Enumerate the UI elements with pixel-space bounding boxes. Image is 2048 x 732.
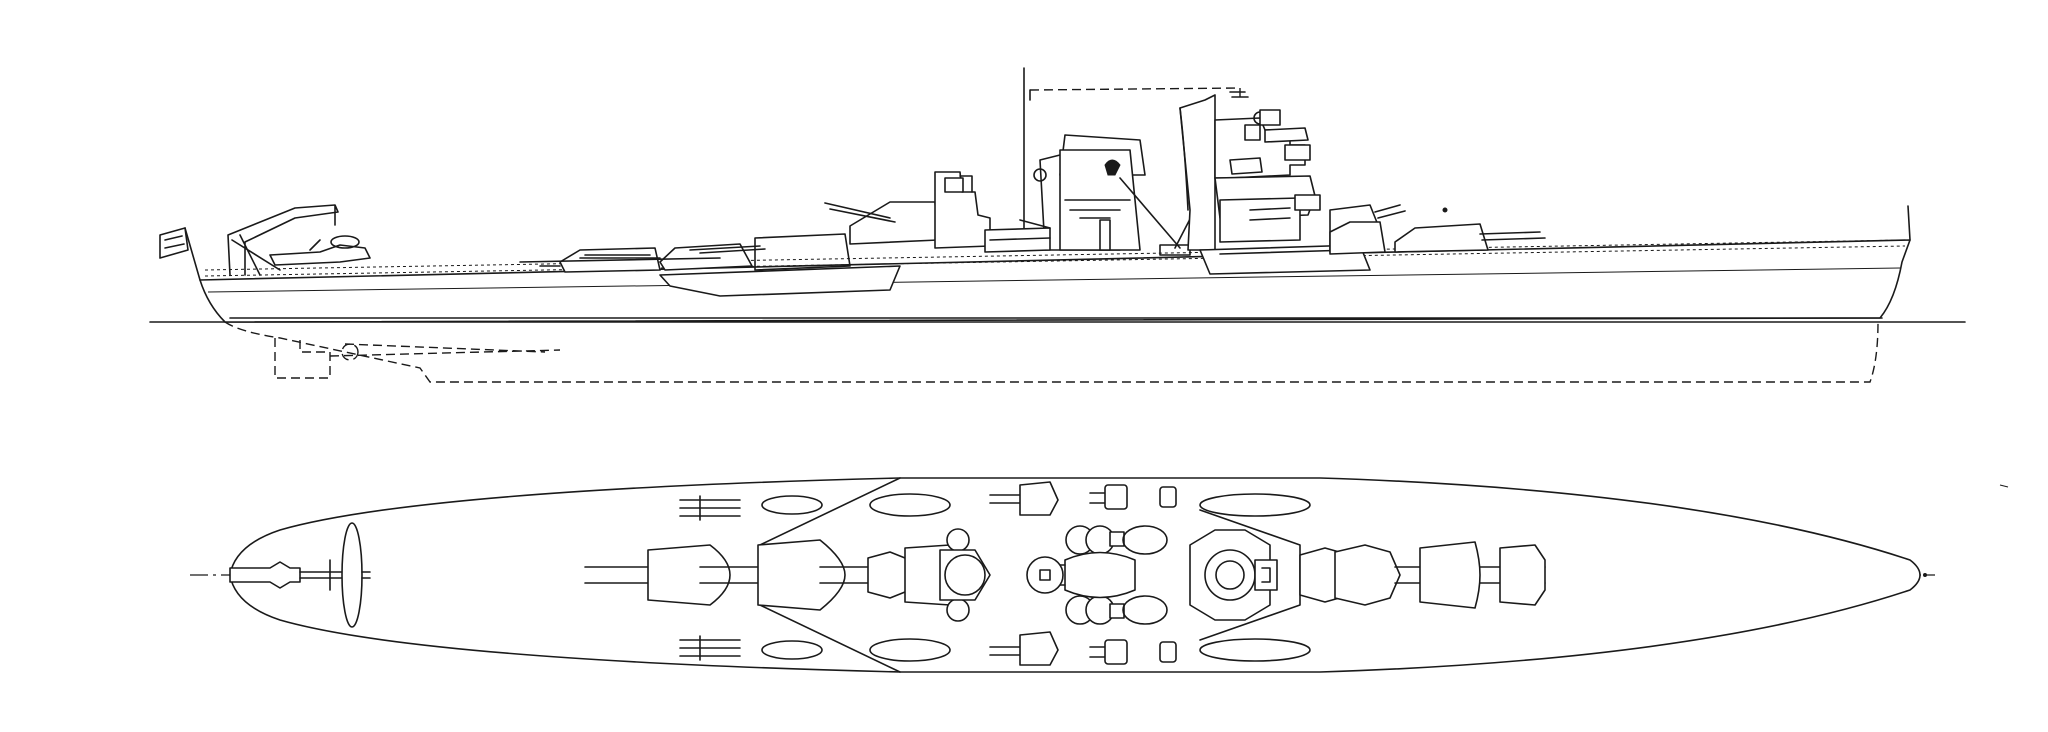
catapult-aircraft bbox=[269, 244, 371, 266]
plan-forward-turret-a bbox=[1419, 541, 1546, 609]
plan-central-superstructure bbox=[1026, 525, 1168, 625]
plan-mid-secondary bbox=[989, 481, 1177, 666]
forward-turret-b bbox=[1329, 221, 1386, 255]
profile-view bbox=[149, 67, 1966, 383]
plan-aft-turret-y bbox=[584, 544, 731, 606]
margin-tick bbox=[1999, 484, 2009, 488]
profile-hull bbox=[199, 239, 1911, 323]
plan-view bbox=[190, 477, 1935, 673]
forward-superstructure-base bbox=[1199, 244, 1371, 275]
ensign-flag bbox=[159, 227, 189, 259]
plan-bow-point bbox=[1923, 573, 1927, 577]
underwater-hull-outline bbox=[224, 321, 1879, 383]
propeller-outline bbox=[341, 343, 359, 361]
mast-yard-dashed bbox=[1029, 87, 1241, 100]
plan-lifeboats bbox=[679, 493, 1311, 662]
deck-rail bbox=[204, 239, 1906, 277]
aft-superstructure bbox=[659, 265, 901, 297]
plan-catapult bbox=[341, 522, 363, 628]
rudder-outline bbox=[274, 338, 331, 379]
propeller-shaft-outline bbox=[329, 343, 561, 357]
jackstaff bbox=[1907, 205, 1911, 241]
aircraft-crane bbox=[227, 204, 339, 276]
plan-forward-tower bbox=[1189, 529, 1278, 621]
plan-aft-directors bbox=[939, 528, 991, 622]
plan-aft-turret-x bbox=[699, 539, 846, 611]
plan-catapult-aircraft bbox=[229, 561, 301, 589]
plan-forward-turret-b bbox=[1334, 544, 1441, 606]
forward-turret-a bbox=[1394, 223, 1489, 253]
ensign-staff bbox=[184, 227, 201, 281]
aft-secondary-turret bbox=[849, 201, 939, 245]
